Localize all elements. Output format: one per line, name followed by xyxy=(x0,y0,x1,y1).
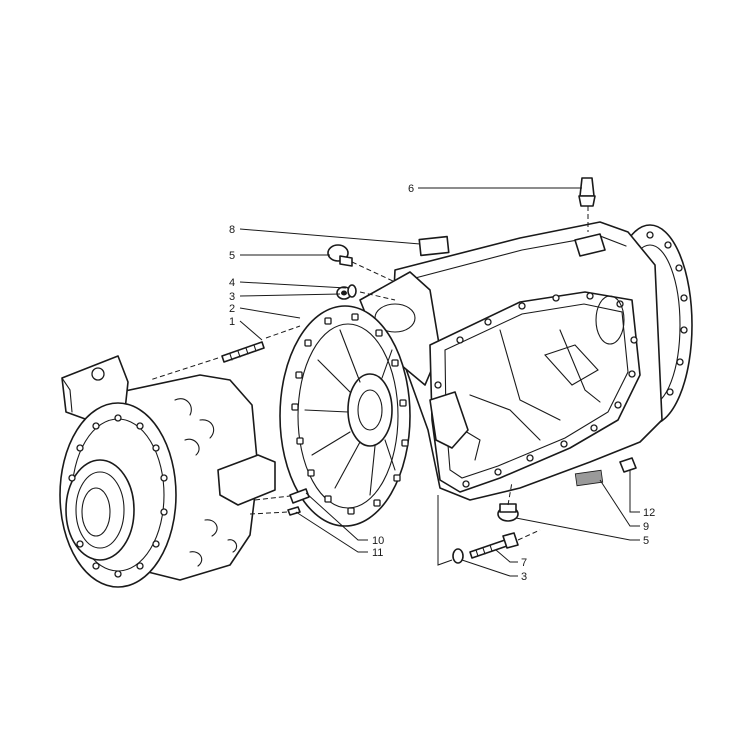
callout-11: 11 xyxy=(372,547,383,559)
callout-5-bottom: 5 xyxy=(643,535,649,547)
breather-part-6 xyxy=(578,177,596,207)
callout-7: 7 xyxy=(521,557,527,569)
callout-2: 2 xyxy=(229,303,235,315)
callout-5-top: 5 xyxy=(229,250,235,262)
wheel-hub-carrier xyxy=(59,355,276,588)
cover-flange-bolt-holes xyxy=(434,292,638,488)
plug-part-5-top xyxy=(327,244,353,267)
callout-6: 6 xyxy=(408,183,414,195)
dowel-part-12 xyxy=(619,457,637,473)
washer-nut-parts-3-4 xyxy=(336,284,357,300)
callout-numbers: 6 8 5 4 3 2 1 10 11 12 9 5 7 3 xyxy=(229,183,655,583)
callout-10: 10 xyxy=(372,535,384,547)
bolt-part-7 xyxy=(469,532,519,559)
assembly-guide-lines xyxy=(149,206,589,541)
callout-4: 4 xyxy=(229,277,235,289)
callout-1: 1 xyxy=(229,316,235,328)
plug-part-5-bottom xyxy=(497,503,519,522)
stud-part-1 xyxy=(221,341,265,363)
ring-gear-flange xyxy=(279,305,411,527)
washer-part-3-bottom xyxy=(452,548,464,564)
callout-8: 8 xyxy=(229,224,235,236)
axle-housing-body xyxy=(359,221,693,501)
callout-3-top: 3 xyxy=(229,291,235,303)
ring-flange-bolt-holes xyxy=(291,313,409,515)
callout-12: 12 xyxy=(643,507,655,519)
hub-bolt-holes xyxy=(68,414,168,578)
dowel-parts-10-11 xyxy=(287,488,310,516)
leader-lines xyxy=(239,187,640,577)
callout-9: 9 xyxy=(643,521,649,533)
callout-3-bottom: 3 xyxy=(521,571,527,583)
label-plate-part-9 xyxy=(574,469,604,487)
label-plate-part-8 xyxy=(418,235,450,257)
